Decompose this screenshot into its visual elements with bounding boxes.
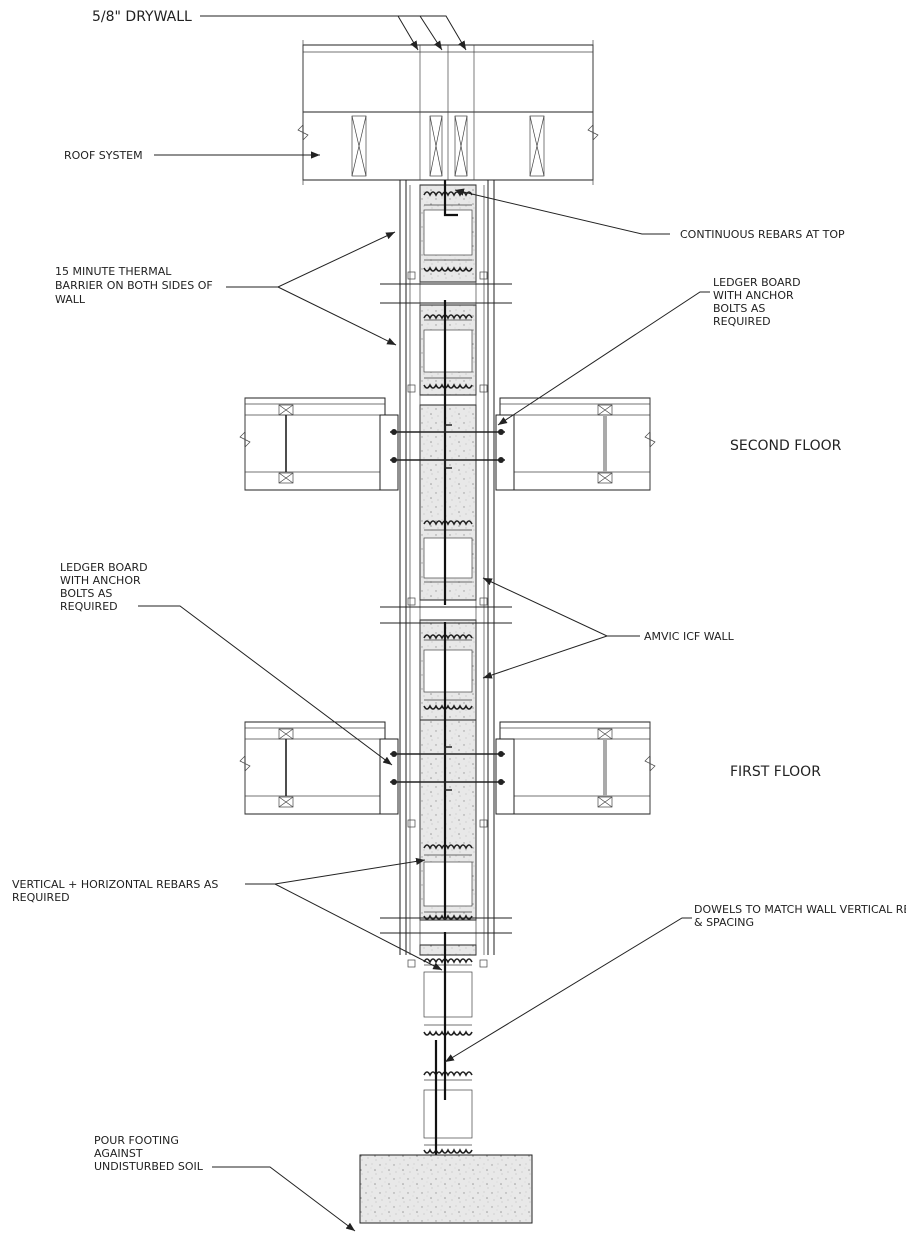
label-ledger-left-3: BOLTS AS: [60, 587, 112, 600]
label-thermal-barrier-2: BARRIER ON BOTH SIDES OF: [55, 279, 213, 292]
label-ledger-top-3: BOLTS AS: [713, 302, 765, 315]
label-footing-3: UNDISTURBED SOIL: [94, 1160, 204, 1173]
label-drywall: 5/8" DRYWALL: [92, 9, 192, 25]
label-first-floor: FIRST FLOOR: [730, 764, 821, 780]
label-ledger-left-4: REQUIRED: [60, 600, 118, 613]
label-roof-system: ROOF SYSTEM: [64, 149, 143, 162]
label-ledger-left-1: LEDGER BOARD: [60, 561, 148, 574]
label-dowels-1: DOWELS TO MATCH WALL VERTICAL REINF'C: [694, 903, 906, 916]
label-vert-horiz-1: VERTICAL + HORIZONTAL REBARS AS: [12, 878, 218, 891]
footing: [359, 1154, 533, 1224]
first-floor-assembly: [239, 721, 656, 815]
label-second-floor: SECOND FLOOR: [730, 438, 842, 454]
label-ledger-left-2: WITH ANCHOR: [60, 574, 141, 587]
roof-system: [297, 40, 599, 185]
second-floor-assembly: [239, 397, 656, 491]
label-dowels-2: & SPACING: [694, 916, 754, 929]
label-ledger-top-1: LEDGER BOARD: [713, 276, 801, 289]
leader-lines: [138, 15, 710, 1232]
label-thermal-barrier-3: WALL: [55, 293, 86, 306]
annotations: 5/8" DRYWALL ROOF SYSTEM CONTINUOUS REBA…: [12, 9, 906, 1173]
label-footing-2: AGAINST: [94, 1147, 143, 1160]
icf-block-webs: [423, 191, 473, 1154]
label-vert-horiz-2: REQUIRED: [12, 891, 70, 904]
label-ledger-top-4: REQUIRED: [713, 315, 771, 328]
label-thermal-barrier-1: 15 MINUTE THERMAL: [55, 265, 172, 278]
label-continuous-rebars: CONTINUOUS REBARS AT TOP: [680, 228, 845, 241]
label-footing-1: POUR FOOTING: [94, 1134, 179, 1147]
label-amvic-wall: AMVIC ICF WALL: [644, 630, 735, 643]
label-ledger-top-2: WITH ANCHOR: [713, 289, 794, 302]
